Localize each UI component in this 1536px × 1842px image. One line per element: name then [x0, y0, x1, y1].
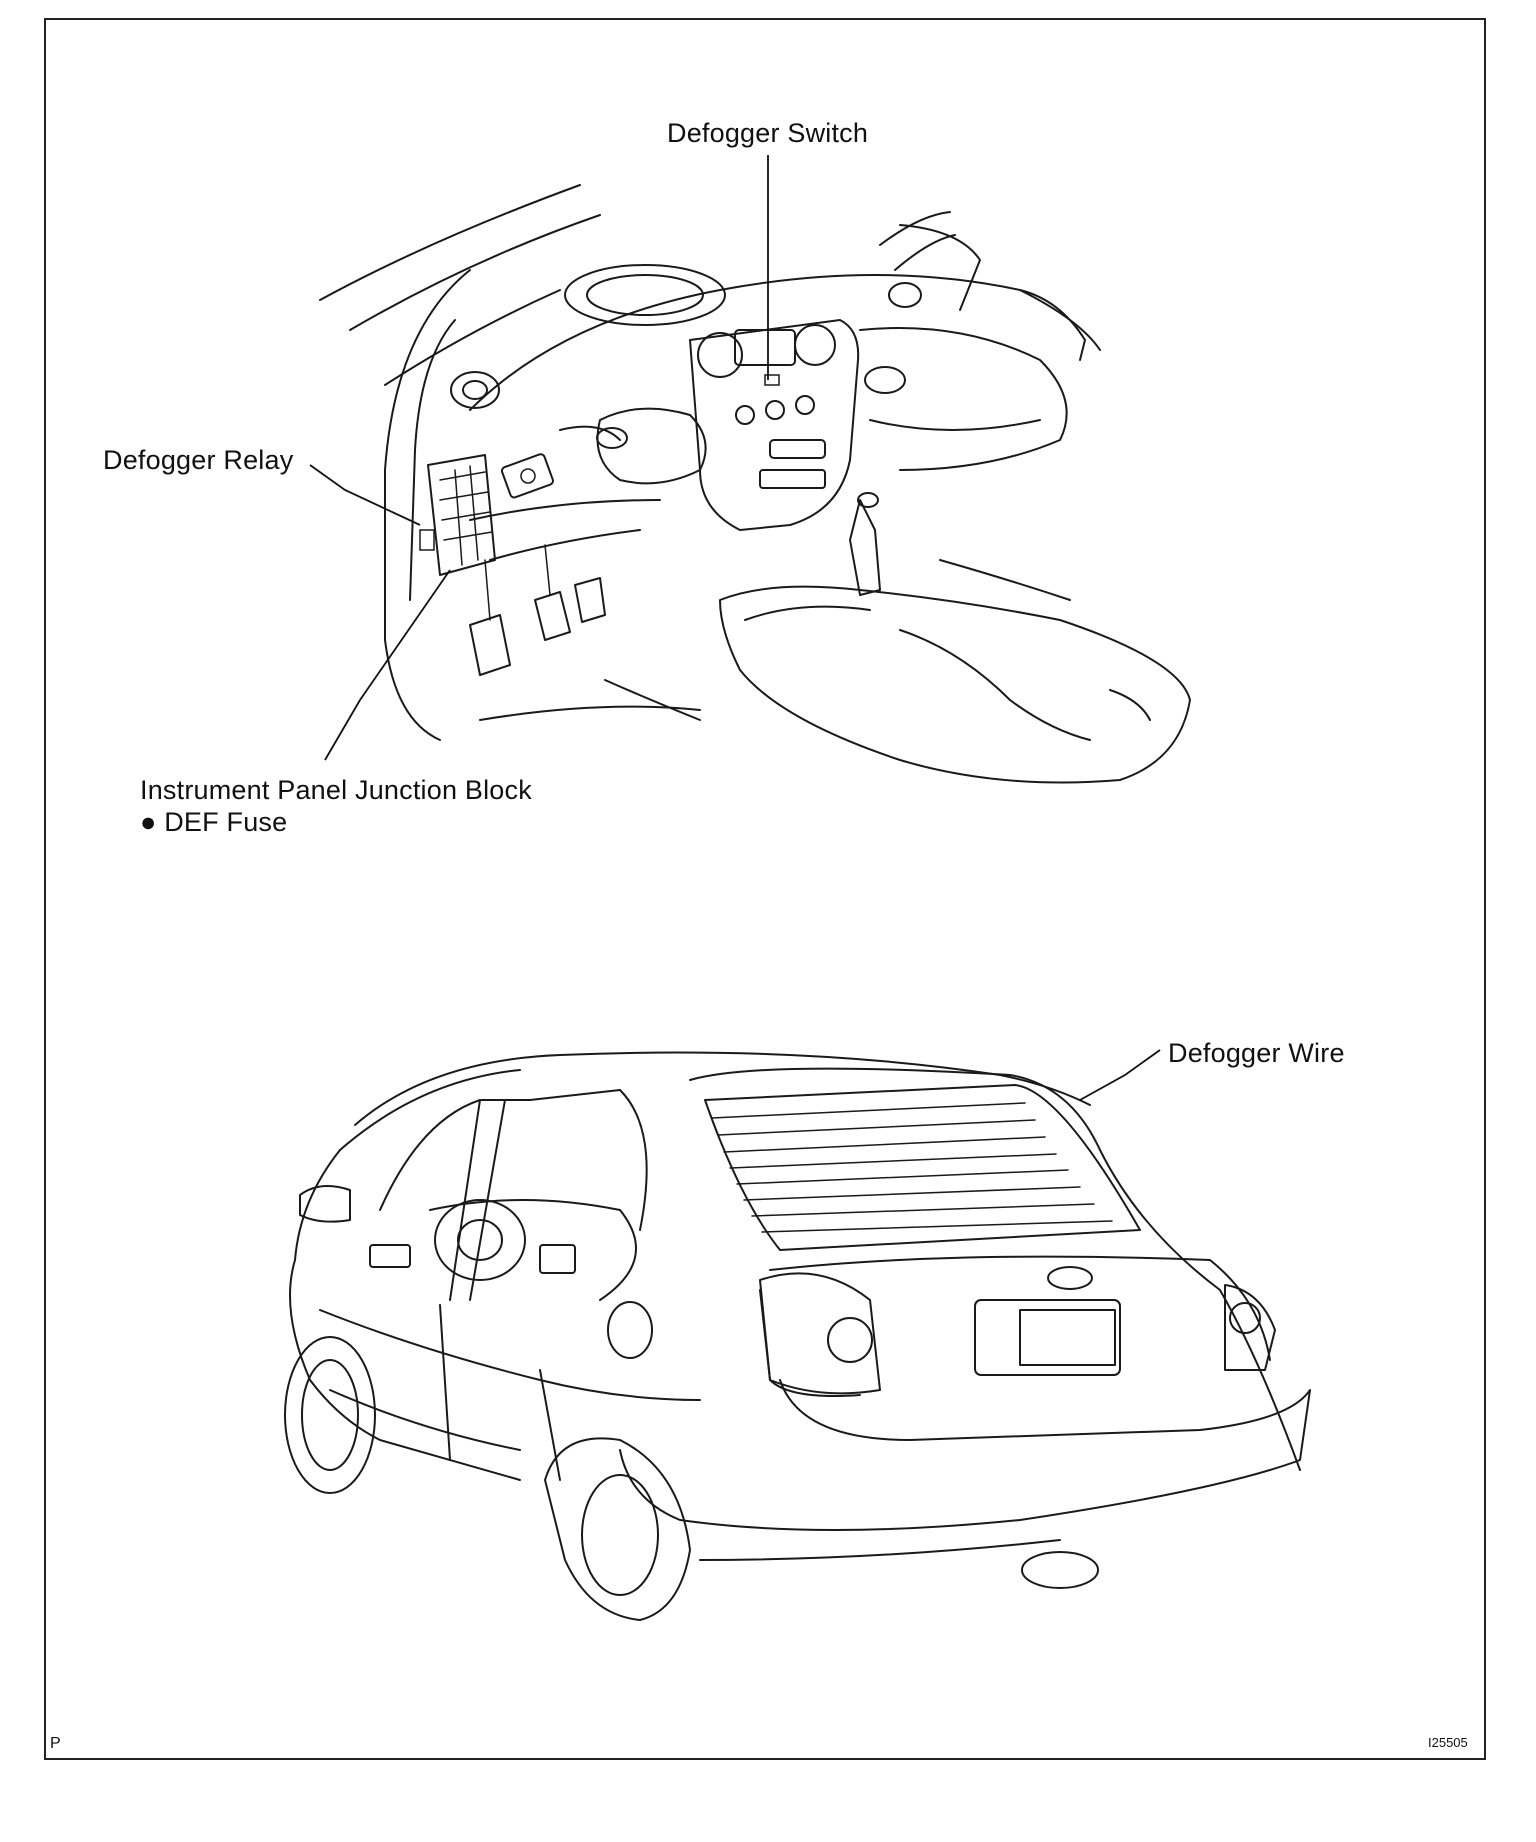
defogger-wire-leader: [1079, 1049, 1161, 1101]
def-fuse-label: ● DEF Fuse: [140, 807, 288, 837]
junction-block-label: Instrument Panel Junction Block: [140, 775, 532, 805]
defogger-wire-label: Defogger Wire: [1168, 1038, 1345, 1068]
corner-label-left: P: [50, 1735, 61, 1752]
defogger-relay-leader: [309, 464, 421, 526]
defogger-switch-label: Defogger Switch: [667, 118, 869, 148]
diagram-frame: [44, 18, 1486, 1760]
figure-id: I25505: [1428, 1735, 1468, 1750]
defogger-relay-label: Defogger Relay: [103, 445, 294, 475]
junction-block-leader: [324, 569, 451, 761]
interior-dashboard-illustration: [319, 184, 1191, 784]
hatchback-car-illustration: [284, 1051, 1311, 1621]
